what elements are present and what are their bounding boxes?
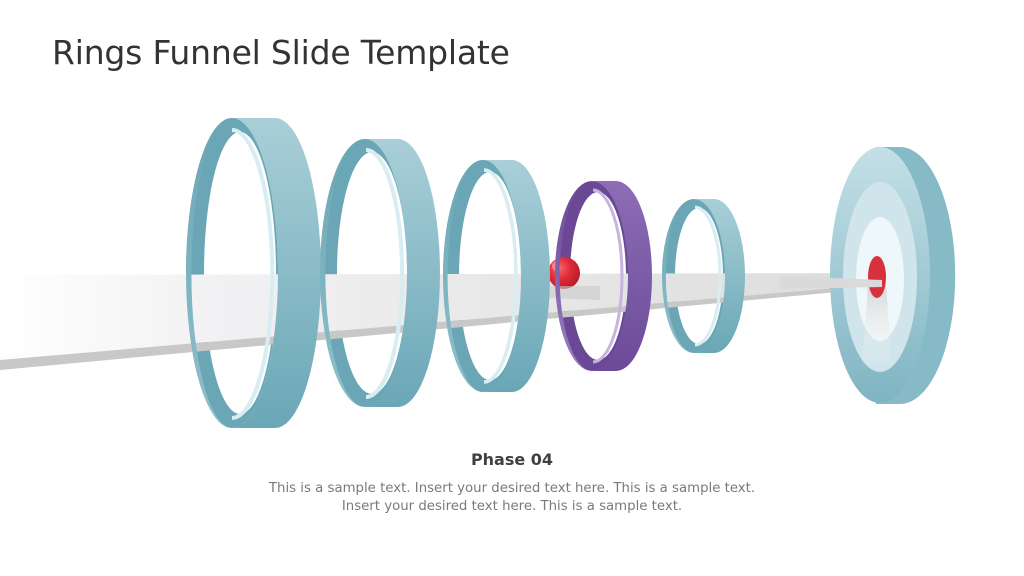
red-ball-icon xyxy=(548,257,580,289)
ring-5 xyxy=(662,199,745,353)
beam xyxy=(0,273,880,370)
phase-description: This is a sample text. Insert your desir… xyxy=(0,480,1024,516)
phase-title: Phase 04 xyxy=(470,450,554,469)
ring-4-highlighted xyxy=(555,181,652,371)
ring-2 xyxy=(320,139,440,407)
ring-back-layer xyxy=(186,118,726,428)
phase-description-line-1: This is a sample text. Insert your desir… xyxy=(268,481,756,496)
slide-title: Rings Funnel Slide Template xyxy=(52,33,510,72)
target-icon xyxy=(830,147,956,404)
ring-3 xyxy=(443,160,550,392)
ring-1 xyxy=(186,118,321,428)
phase-description-line-2: Insert your desired text here. This is a… xyxy=(341,499,683,514)
